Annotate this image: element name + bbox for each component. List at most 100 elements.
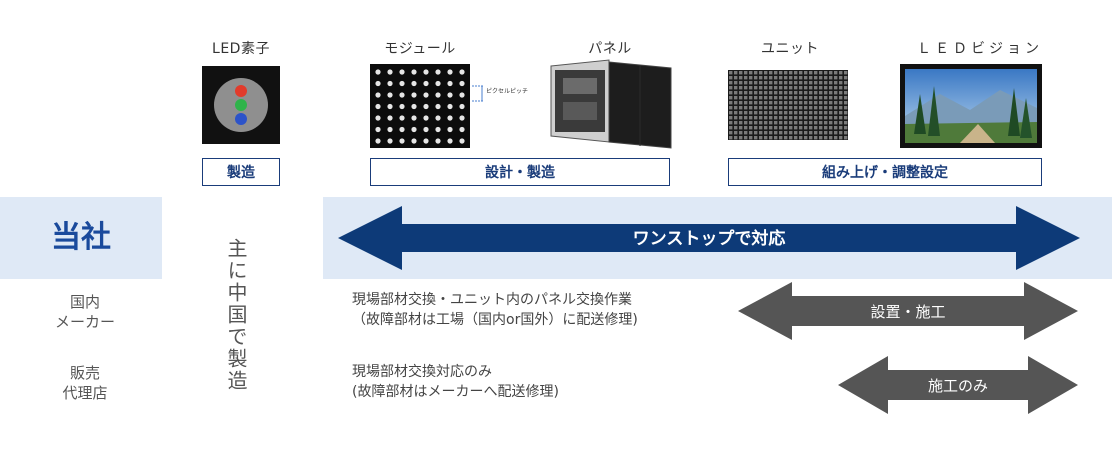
unit-led-cell xyxy=(794,91,798,95)
unit-led-cell xyxy=(764,81,768,85)
unit-led-cell xyxy=(799,136,803,140)
unit-led-cell xyxy=(839,81,843,85)
module-led-dot xyxy=(435,80,441,87)
module-led-dot xyxy=(459,138,465,144)
unit-led-cell xyxy=(834,76,838,80)
unit-led-cell xyxy=(739,116,743,120)
unit-led-cell xyxy=(754,116,758,120)
unit-led-cell xyxy=(839,86,843,90)
unit-led-cell xyxy=(739,71,743,75)
unit-led-cell xyxy=(834,96,838,100)
unit-led-cell xyxy=(764,116,768,120)
unit-led-cell xyxy=(834,131,838,135)
unit-led-cell xyxy=(784,131,788,135)
unit-led-cell xyxy=(769,106,773,110)
module-led-dot xyxy=(447,126,453,133)
unit-led-cell xyxy=(824,76,828,80)
unit-led-cell xyxy=(789,121,793,125)
unit-led-cell xyxy=(799,121,803,125)
unit-led-cell xyxy=(764,71,768,75)
unit-led-cell xyxy=(829,101,833,105)
unit-led-cell xyxy=(829,91,833,95)
unit-led-cell xyxy=(774,76,778,80)
unit-led-cell xyxy=(769,91,773,95)
unit-led-cell xyxy=(779,106,783,110)
unit-led-cell xyxy=(814,91,818,95)
unit-led-cell xyxy=(799,81,803,85)
unit-led-cell xyxy=(749,101,753,105)
unit-led-cell xyxy=(774,81,778,85)
unit-led-cell xyxy=(804,126,808,130)
retailer-note-line1: 現場部材交換対応のみ xyxy=(352,364,492,380)
unit-image xyxy=(728,70,848,140)
unit-led-cell xyxy=(794,86,798,90)
unit-led-cell xyxy=(804,86,808,90)
unit-led-cell xyxy=(834,121,838,125)
unit-led-cell xyxy=(784,111,788,115)
unit-led-cell xyxy=(814,106,818,110)
unit-led-cell xyxy=(769,96,773,100)
unit-led-cell xyxy=(744,116,748,120)
unit-led-cell xyxy=(814,101,818,105)
unit-led-cell xyxy=(784,121,788,125)
unit-led-cell xyxy=(779,111,783,115)
unit-led-cell xyxy=(729,71,733,75)
unit-led-cell xyxy=(769,111,773,115)
unit-led-cell xyxy=(734,121,738,125)
unit-led-cell xyxy=(829,116,833,120)
module-led-dot xyxy=(387,92,393,98)
unit-led-cell xyxy=(764,106,768,110)
unit-led-cell xyxy=(749,131,753,135)
unit-led-cell xyxy=(834,101,838,105)
unit-led-cell xyxy=(779,126,783,130)
unit-led-cell xyxy=(839,101,843,105)
process-assembly: 組み上げ・調整設定 xyxy=(728,158,1042,186)
unit-led-cell xyxy=(784,81,788,85)
unit-led-cell xyxy=(729,121,733,125)
unit-led-cell xyxy=(814,131,818,135)
unit-led-cell xyxy=(794,96,798,100)
retailer-note: 現場部材交換対応のみ (故障部材はメーカーへ配送修理) xyxy=(352,362,712,402)
one-stop-arrow-text: ワンストップで対応 xyxy=(633,228,786,249)
unit-led-cell xyxy=(744,91,748,95)
unit-led-cell xyxy=(774,116,778,120)
unit-led-cell xyxy=(789,81,793,85)
unit-led-cell xyxy=(754,121,758,125)
stage-label-panel: パネル xyxy=(588,41,632,57)
unit-led-cell xyxy=(749,91,753,95)
module-led-dot xyxy=(459,92,465,98)
unit-led-cell xyxy=(774,91,778,95)
unit-led-cell xyxy=(779,121,783,125)
unit-led-cell xyxy=(784,101,788,105)
domestic-note: 現場部材交換・ユニット内のパネル交換作業 （故障部材は工場（国内or国外）に配送… xyxy=(352,290,732,330)
unit-led-cell xyxy=(844,71,848,75)
unit-led-cell xyxy=(794,111,798,115)
unit-led-cell xyxy=(824,136,828,140)
unit-led-cell xyxy=(804,96,808,100)
module-led-dot xyxy=(387,126,393,133)
unit-led-cell xyxy=(814,71,818,75)
unit-led-cell xyxy=(764,126,768,130)
unit-led-cell xyxy=(824,71,828,75)
unit-led-cell xyxy=(764,96,768,100)
module-led-dot xyxy=(423,80,429,87)
module-led-dot xyxy=(459,103,465,110)
unit-led-cell xyxy=(744,131,748,135)
unit-led-cell xyxy=(804,121,808,125)
unit-led-cell xyxy=(754,81,758,85)
module-led-dot xyxy=(447,80,453,87)
domestic-note-line2: （故障部材は工場（国内or国外）に配送修理) xyxy=(352,312,638,328)
unit-led-cell xyxy=(799,101,803,105)
unit-led-cell xyxy=(744,136,748,140)
unit-led-cell xyxy=(799,131,803,135)
module-led-dot xyxy=(399,103,405,110)
unit-led-cell xyxy=(729,111,733,115)
unit-led-cell xyxy=(744,86,748,90)
module-led-dot xyxy=(411,138,417,144)
unit-led-cell xyxy=(769,81,773,85)
module-led-dot xyxy=(423,92,429,98)
module-led-dot xyxy=(411,126,417,133)
unit-led-cell xyxy=(804,111,808,115)
unit-led-cell xyxy=(774,111,778,115)
unit-led-cell xyxy=(804,131,808,135)
